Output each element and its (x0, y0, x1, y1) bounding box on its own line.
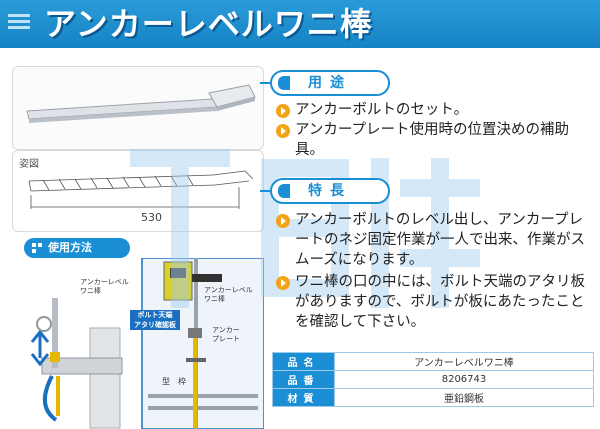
bullet-arrow-icon (276, 214, 290, 228)
table-row: 材質 亜鉛鋼板 (272, 388, 594, 407)
banner-stripes-icon (8, 14, 30, 34)
spec-value: アンカーレベルワニ棒 (334, 352, 594, 371)
spec-key: 品名 (272, 352, 335, 371)
spec-table: 品名 アンカーレベルワニ棒 品番 8206743 材質 亜鉛鋼板 (272, 352, 594, 407)
usage-heading: 使用方法 (24, 238, 130, 258)
table-row: 品名 アンカーレベルワニ棒 (272, 352, 594, 371)
dimension-diagram: 姿図 530 (12, 150, 264, 232)
label-bolt-tag: ボルト天端 アタリ確認板 (130, 310, 180, 330)
title-banner: アンカーレベルワニ棒 (0, 0, 600, 48)
spec-key: 品番 (272, 370, 335, 389)
bullet-arrow-icon (276, 276, 290, 290)
page-title: アンカーレベルワニ棒 (44, 5, 373, 43)
use-heading: 用途 (270, 70, 390, 96)
label-tool-right: アンカーレベル ワニ棒 (204, 286, 253, 303)
feature-item: アンカーボルトのレベル出し、アンカープレートのネジ固定作業が一人で出来、作業がス… (276, 210, 594, 270)
features-heading: 特長 (270, 178, 390, 204)
diagram-label: 姿図 (19, 159, 39, 170)
dots-icon (32, 243, 42, 253)
dimension-label: 530 (141, 211, 162, 224)
label-form: 型 枠 (162, 377, 186, 386)
spec-key: 材質 (272, 388, 335, 407)
usage-illustration (12, 257, 265, 429)
table-row: 品番 8206743 (272, 370, 594, 389)
label-plate: アンカー プレート (212, 326, 240, 343)
bullet-arrow-icon (276, 124, 290, 138)
spec-value: 8206743 (334, 370, 594, 389)
feature-item: ワニ棒の口の中には、ボルト天端のアタリ板がありますので、ボルトが板にあたったこと… (276, 272, 594, 332)
pill-connector (260, 82, 270, 84)
pill-connector (260, 190, 270, 192)
label-tool-left: アンカーレベル ワニ棒 (80, 278, 129, 295)
use-item: アンカーボルトのセット。 (276, 100, 594, 120)
use-item: アンカープレート使用時の位置決めの補助具。 (276, 120, 594, 160)
bullet-arrow-icon (276, 104, 290, 118)
spec-value: 亜鉛鋼板 (334, 388, 594, 407)
product-photo (12, 66, 264, 150)
